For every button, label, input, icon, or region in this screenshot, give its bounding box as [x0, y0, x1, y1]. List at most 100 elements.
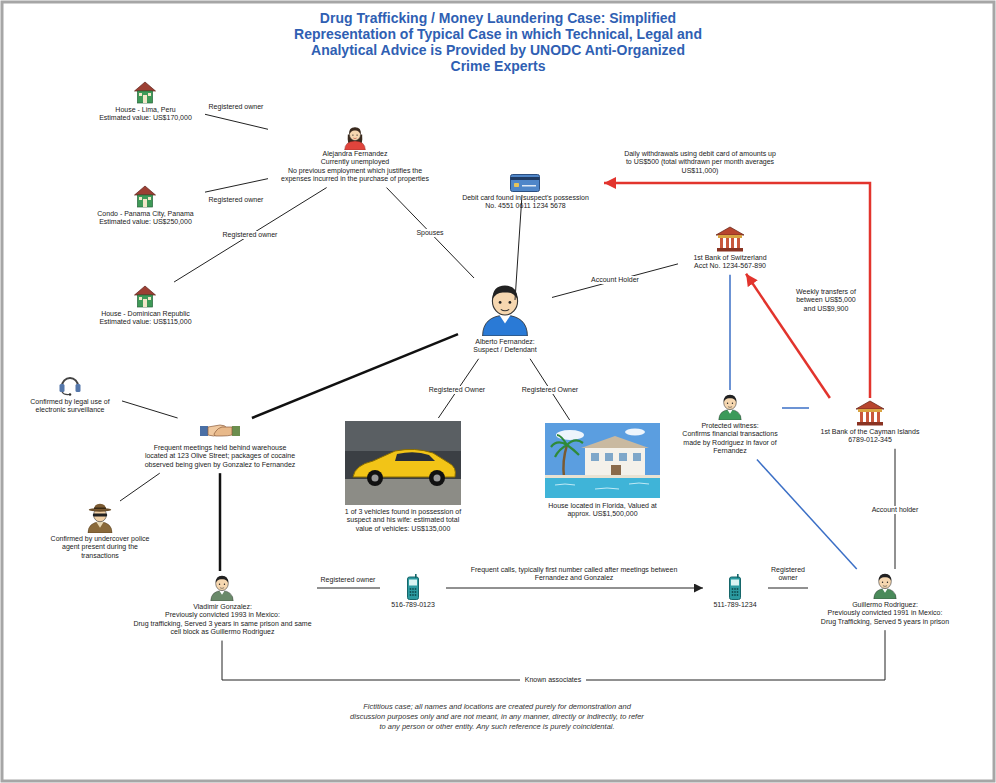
node-text: Drug trafficking, Served 3 years in same… [130, 620, 315, 637]
node-text: Drug Trafficking, Served 5 years in pris… [810, 618, 960, 626]
person-icon [211, 576, 233, 601]
node-text: Debit card found in suspect's possession [448, 194, 603, 202]
connector-line [219, 473, 222, 571]
cellphone-icon [408, 574, 419, 600]
bank-icon [856, 401, 884, 426]
connector-label: Registered owner [205, 196, 267, 204]
node-text: 1st Bank of Switzerland [680, 254, 780, 262]
person-node: Vladimir Gonzalez:Previously convicted 1… [130, 573, 315, 639]
node-text: Alejandra Fernandez [270, 150, 440, 158]
node-text: 516-789-0123 [382, 601, 444, 609]
node-text: House - Dominican Republic [88, 310, 203, 318]
node-text: Estimated value: US$115,000 [88, 318, 203, 326]
connector-line [387, 188, 475, 278]
connector-line [729, 275, 731, 390]
headset-icon [60, 378, 81, 396]
node-text: No. 4551 0611 1234 5678 [448, 202, 603, 210]
house-icon [135, 286, 156, 307]
disclaimer-caption: Fictitious case; all names and locations… [347, 702, 647, 731]
connector-label: Registered owner [316, 576, 380, 584]
node-text: Currently unemployed [270, 158, 440, 166]
node-text: Protected witness: [680, 422, 780, 430]
handshake-icon [200, 425, 240, 436]
undercover-agent-icon [88, 504, 112, 533]
property-node: House - Lima, PeruEstimated value: US$17… [88, 80, 203, 125]
connector-label: Frequent calls, typically first number c… [458, 566, 690, 583]
bank-icon [716, 227, 744, 252]
connector-line [122, 401, 178, 418]
connector-label: Daily withdrawals using debit card of am… [620, 150, 780, 175]
connector-label: Spouses [414, 229, 446, 237]
property-node: House - Dominican RepublicEstimated valu… [88, 284, 203, 329]
bank-node: 1st Bank of the Cayman Islands6789-012-3… [811, 400, 929, 447]
connector-line [205, 114, 268, 129]
person-node: Guillermo Rodriguez:Previously convicted… [810, 571, 960, 628]
node-text: Frequent meetings held behind warehouse … [140, 444, 300, 469]
connector-line [252, 334, 458, 418]
connector-label: Account holder [867, 506, 923, 514]
connector-line [768, 588, 808, 589]
node-text: Previously convicted 1993 in Mexico: [130, 611, 315, 619]
node-text: Confirms financial transactions made by … [680, 430, 780, 455]
connector-label: Registered Owner [519, 386, 581, 394]
person-node: Alejandra FernandezCurrently unemployedN… [270, 124, 440, 186]
node-text: 6789-012-345 [811, 436, 929, 444]
evidence-node: Confirmed by undercover police agent pre… [45, 503, 155, 562]
connector-line [317, 588, 380, 589]
connector-group [120, 114, 895, 680]
connector-line [552, 264, 678, 298]
cellphone-icon [730, 574, 741, 600]
connector-line [205, 179, 268, 193]
suspect-icon [483, 286, 528, 336]
witness-icon [719, 395, 741, 420]
woman-icon [345, 127, 366, 150]
connector-label: Known associates [520, 676, 586, 684]
connector-label: Weekly transfers of between US$5,000 and… [790, 288, 862, 313]
house-icon [135, 186, 156, 207]
connector-line [782, 407, 809, 409]
florida-house-photo [545, 423, 660, 498]
connector-line [757, 460, 857, 569]
node-text: Confirmed by undercover police agent pre… [45, 535, 155, 560]
connector-line [174, 188, 327, 282]
node-text: House located in Florida, Valued at appr… [540, 502, 665, 519]
node-text: Suspect / Defendant [460, 346, 550, 354]
bank-node: 1st Bank of SwitzerlandAcct No. 1234-567… [680, 226, 780, 273]
node-text: Alberto Fernandez: [460, 338, 550, 346]
connector-line [120, 473, 160, 501]
connector-label: Registered owner [205, 103, 267, 111]
connector-line [515, 195, 522, 300]
node-text: Condo - Panama City, Panama [88, 210, 203, 218]
diagram-title: Drug Trafficking / Money Laundering Case… [293, 10, 703, 74]
node-text: Vladimir Gonzalez: [130, 603, 315, 611]
connector-line [604, 183, 870, 398]
node-text: Confirmed by legal use of electronic sur… [20, 398, 120, 415]
node-text: Guillermo Rodriguez: [810, 601, 960, 609]
node-text: No previous employment which justifies t… [270, 167, 440, 184]
connector-line [446, 588, 703, 589]
node-text: 1st Bank of the Cayman Islands [811, 428, 929, 436]
connector-label: Account Holder [586, 276, 644, 284]
connector-line [222, 630, 885, 680]
node-text: Acct No. 1234-567-890 [680, 262, 780, 270]
house-icon [135, 82, 156, 103]
meeting-node: Frequent meetings held behind warehouse … [140, 420, 300, 471]
node-text: Estimated value: US$250,000 [88, 218, 203, 226]
connector-label: Registered Owner [426, 386, 488, 394]
node-text: 511-789-1234 [704, 601, 766, 609]
evidence-node: Confirmed by legal use of electronic sur… [20, 372, 120, 417]
vehicle-node: 1 of 3 vehicles found in possession of s… [338, 420, 468, 535]
connector-label: Registered owner [766, 566, 810, 583]
phone-node: 516-789-0123 [382, 573, 444, 611]
property-node: House located in Florida, Valued at appr… [540, 422, 665, 521]
property-node: Condo - Panama City, PanamaEstimated val… [88, 184, 203, 229]
person-icon [874, 574, 896, 599]
card-node: Debit card found in suspect's possession… [448, 172, 603, 213]
node-text: 1 of 3 vehicles found in possession of s… [338, 508, 468, 533]
debit-card-icon [511, 175, 540, 192]
node-text: House - Lima, Peru [88, 106, 203, 114]
suspect-node: Alberto Fernandez:Suspect / Defendant [460, 280, 550, 357]
node-text: Estimated value: US$170,000 [88, 114, 203, 122]
connector-label: Registered owner [219, 231, 281, 239]
